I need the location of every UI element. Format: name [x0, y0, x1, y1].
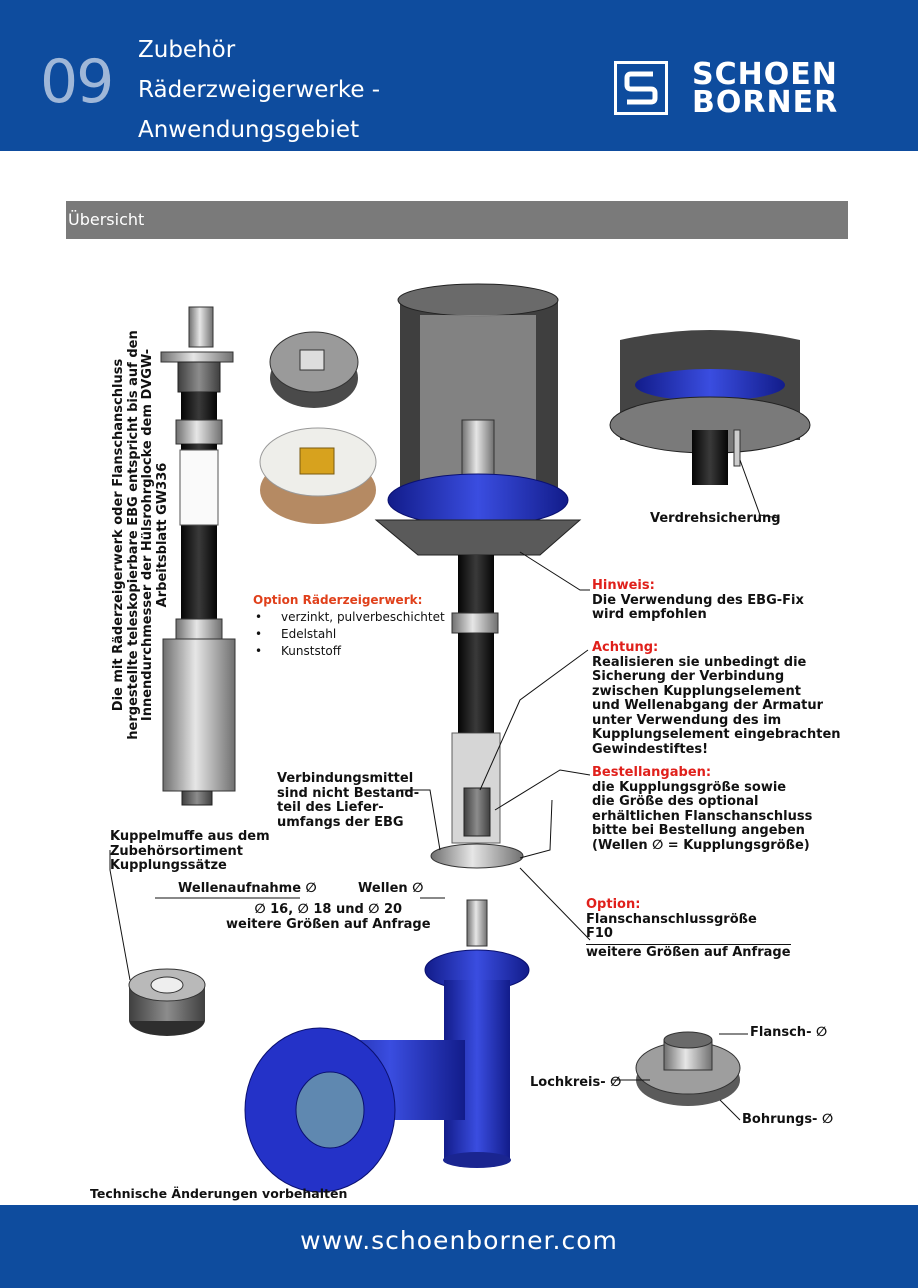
telescopic-shaft-left [160, 306, 236, 806]
option-gear-item: Edelstahl [253, 626, 445, 643]
option-flange-note: Option: Flanschanschlussgröße F10 weiter… [586, 897, 791, 960]
option-gear-item: verzinkt, pulverbeschichtet [253, 609, 445, 626]
anti-rotation-detail [609, 330, 811, 485]
sizes-line: weitere Größen auf Anfrage [226, 916, 431, 932]
achtung-note: Achtung: Realisieren sie unbedingt die S… [592, 640, 841, 757]
hinweis-title: Hinweis: [592, 578, 655, 593]
lochkreis-label: Lochkreis- ∅ [530, 1075, 622, 1090]
bestellangaben-line: (Wellen ∅ = Kupplungsgröße) [592, 837, 810, 853]
bestellangaben-note: Bestellangaben: die Kupplungsgröße sowie… [592, 765, 813, 853]
option-gear-item: Kunststoff [253, 643, 445, 660]
wellenaufnahme-label: Wellenaufnahme ∅ [178, 881, 317, 896]
main-assembly [374, 283, 582, 869]
option-flange-line: Flanschanschlussgröße [586, 911, 757, 927]
page-footer [0, 1205, 918, 1288]
bestellangaben-line: erhältlichen Flanschanschluss [592, 808, 813, 824]
header-title-line-3: Anwendungsgebiet [138, 117, 360, 143]
kuppelmuffe-line: Kupplungssätze [110, 858, 227, 873]
verbindungsmittel-line: teil des Liefer- [277, 800, 384, 815]
wellen-label: Wellen ∅ [358, 881, 424, 896]
achtung-line: Kupplungselement eingebrachten [592, 727, 841, 742]
hinweis-note: Hinweis: Die Verwendung des EBG-Fix wird… [592, 578, 804, 623]
achtung-line: Sicherung der Verbindung [592, 669, 785, 684]
kuppelmuffe-line: Zubehörsortiment [110, 843, 243, 859]
kuppelmuffe-line: Kuppelmuffe aus dem [110, 829, 270, 844]
hinweis-line: Die Verwendung des EBG-Fix [592, 592, 804, 608]
technical-drawing [109, 283, 811, 1193]
logo-wordmark: SCHOEN BORNER [692, 57, 839, 120]
verbindungsmittel-line: Verbindungsmittel [277, 771, 414, 786]
bohrungs-label: Bohrungs- ∅ [742, 1112, 834, 1127]
gear-indicator-dark [269, 331, 359, 408]
bestellangaben-title: Bestellangaben: [592, 765, 712, 780]
option-flange-title: Option: [586, 897, 641, 912]
option-flange-line: F10 [586, 926, 613, 941]
achtung-line: Gewindestiftes! [592, 741, 709, 757]
chapter-number: 09 [40, 47, 114, 117]
gear-indicator-light [259, 427, 377, 524]
achtung-title: Achtung: [592, 640, 659, 655]
valve-body [244, 899, 530, 1193]
footer-note: Technische Änderungen vorbehalten [90, 1186, 348, 1201]
flansch-label: Flansch- ∅ [750, 1025, 828, 1040]
footer-url-link[interactable]: www.schoenborner.com [300, 1226, 618, 1255]
header-title-line-1: Zubehör [138, 37, 236, 63]
page-header [0, 0, 918, 151]
verbindungsmittel-line: umfangs der EBG [277, 814, 404, 830]
option-flange-line: weitere Größen auf Anfrage [586, 943, 791, 960]
hinweis-line: wird empfohlen [592, 607, 707, 622]
section-title: Übersicht [66, 201, 848, 239]
achtung-line: unter Verwendung des im [592, 712, 782, 728]
option-gear-title: Option Räderzeigerwerk: [253, 593, 423, 607]
bestellangaben-line: bitte bei Bestellung angeben [592, 823, 805, 838]
option-gear-list: Option Räderzeigerwerk: verzinkt, pulver… [253, 592, 445, 660]
header-titles: Zubehör Räderzweigerwerke - Anwendungsge… [138, 30, 380, 150]
coupling-sleeve [128, 968, 206, 1036]
schoenborner-s-logo-icon [614, 61, 668, 115]
verbindungsmittel-line: sind nicht Bestand- [277, 785, 420, 801]
sizes-note: ∅ 16, ∅ 18 und ∅ 20 weitere Größen auf A… [226, 902, 431, 932]
leader-lines [109, 459, 779, 1121]
bestellangaben-line: die Größe des optional [592, 794, 759, 809]
vertical-note: Die mit Räderzeigerwerk oder Flanschansc… [111, 330, 170, 740]
flange-detail [635, 1031, 741, 1106]
verbindungsmittel-note: Verbindungsmittel sind nicht Bestand- te… [277, 771, 420, 830]
achtung-line: und Wellenabgang der Armatur [592, 698, 823, 713]
logo-line-1: SCHOEN [692, 57, 838, 92]
achtung-line: Realisieren sie unbedingt die [592, 654, 807, 670]
bestellangaben-line: die Kupplungsgröße sowie [592, 779, 787, 795]
verdrehsicherung-label: Verdrehsicherung [650, 511, 781, 526]
sizes-line: ∅ 16, ∅ 18 und ∅ 20 [254, 902, 403, 917]
header-title-line-2: Räderzweigerwerke - [138, 77, 381, 103]
achtung-line: zwischen Kupplungselement [592, 683, 801, 699]
logo-line-2: BORNER [692, 85, 839, 120]
kuppelmuffe-note: Kuppelmuffe aus dem Zubehörsortiment Kup… [110, 829, 270, 874]
